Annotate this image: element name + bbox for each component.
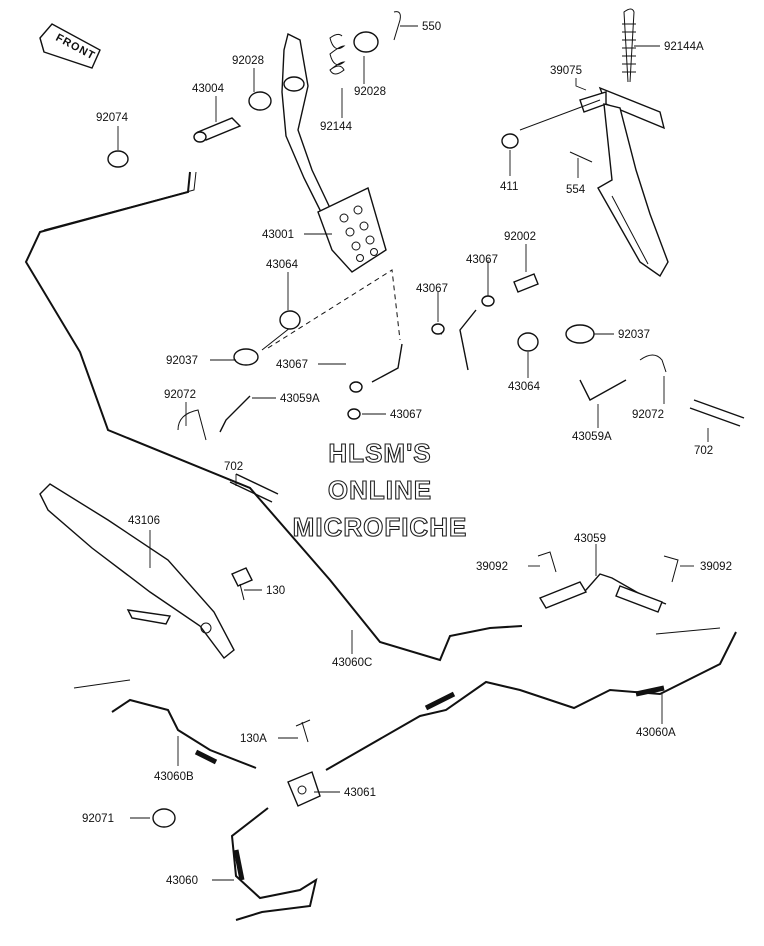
callout-43064-right: 43064 [508,381,541,393]
callout-92072-right: 92072 [632,409,664,421]
callout-43067-center: 43067 [466,254,498,266]
callout-43060c: 43060C [332,657,372,669]
callout-92002: 92002 [504,231,536,243]
callout-92028-right: 92028 [354,86,386,98]
callout-43061: 43061 [344,787,376,799]
callout-92028-left: 92028 [232,55,264,67]
callout-130a: 130A [240,733,267,745]
callout-43001: 43001 [262,229,294,241]
callout-43067-mid: 43067 [276,359,308,371]
watermark: HLSM'S ONLINE MICROFICHE [292,437,468,542]
callout-92037-right: 92037 [618,329,650,341]
callout-92074: 92074 [96,112,129,124]
lower-cables [73,631,737,921]
parking-lever-assembly [501,8,669,278]
callout-39092-left: 39092 [476,561,508,573]
callout-43060: 43060 [166,875,198,887]
brake-rod [24,171,523,662]
brake-pedal-assembly [107,11,401,273]
callout-labels: 550 92144A 92028 92028 43004 39075 92074… [82,21,732,887]
callout-39092-right: 39092 [700,561,732,573]
callout-43004: 43004 [192,83,225,95]
callout-702-right: 702 [694,445,713,457]
callout-92037-left: 92037 [166,355,198,367]
callout-43059: 43059 [574,533,606,545]
callout-43060a: 43060A [636,727,676,739]
front-arrow-icon: FRONT [39,23,101,69]
callout-43059a-left: 43059A [280,393,320,405]
callout-92144a: 92144A [664,41,704,53]
callout-43060b: 43060B [154,771,194,783]
watermark-line-1: HLSM'S [328,438,431,468]
callout-43067-upper: 43067 [416,283,448,295]
callout-130: 130 [266,585,285,597]
watermark-line-3: MICROFICHE [293,512,468,542]
callout-43059a-right: 43059A [572,431,612,443]
hand-brake-lever [39,483,253,659]
callout-43067-lower: 43067 [390,409,422,421]
callout-92071: 92071 [82,813,114,825]
callout-92144: 92144 [320,121,353,133]
watermark-line-2: ONLINE [328,475,432,505]
brake-lines [177,269,745,503]
cable-43059 [537,551,721,635]
callout-43064-left: 43064 [266,259,299,271]
callout-702-left: 702 [224,461,243,473]
callout-411: 411 [500,181,518,193]
callout-92072-left: 92072 [164,389,196,401]
callout-39075: 39075 [550,65,582,77]
leader-lines [117,25,709,881]
callout-550: 550 [422,21,441,33]
callout-554: 554 [566,184,586,196]
callout-43106: 43106 [128,515,160,527]
